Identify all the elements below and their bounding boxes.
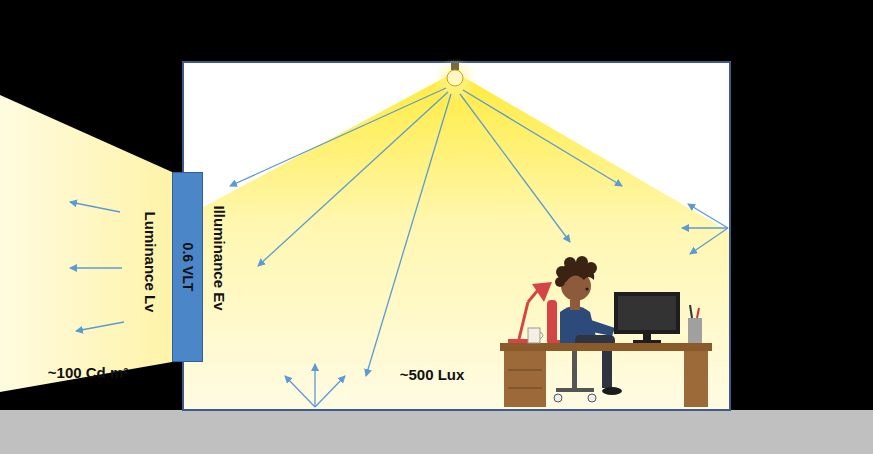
window-pane: 0.6 VLT [172, 172, 203, 362]
window-label: 0.6 VLT [180, 243, 196, 292]
luminance-label: Luminance Lv [142, 212, 159, 313]
illuminance-label: Illuminance Ev [211, 205, 228, 310]
illuminance-value: ~500 Lux [400, 366, 465, 383]
luminance-value: ~100 Cd m² [48, 364, 128, 381]
